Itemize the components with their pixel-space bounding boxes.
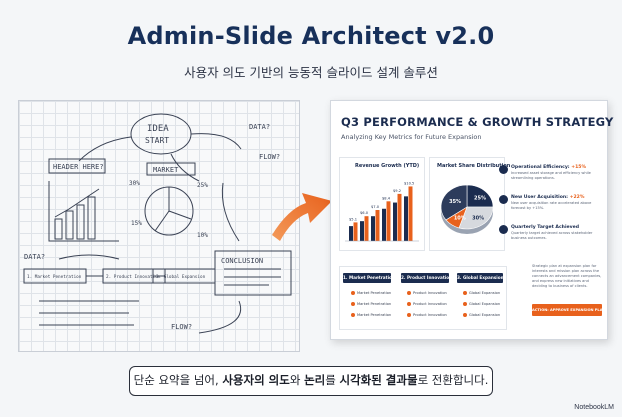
sketch-conclusion-label: CONCLUSION [221, 257, 263, 265]
revenue-bar [364, 216, 369, 241]
revenue-card-title: Revenue Growth (YTD) [355, 163, 420, 169]
metric-title: Operational Efficiency: +15% [511, 165, 587, 170]
revenue-bar [382, 208, 386, 241]
sketch-flow-label-2: FLOW? [171, 323, 192, 331]
step-3-item: Global Expansion [462, 313, 501, 317]
pie-slice [440, 184, 468, 221]
side-note: Strategic plan at expansion plan for int… [532, 264, 602, 288]
metric-title: New User Acquisition: +22% [511, 195, 585, 200]
step-3-box: 3. Global Expansion [457, 273, 504, 283]
pie-slice [466, 184, 494, 208]
rocket-icon [499, 195, 508, 204]
revenue-bar [404, 196, 408, 241]
revenue-bar [393, 202, 397, 241]
slide-title: Q3 PERFORMANCE & GROWTH STRATEGY [341, 115, 614, 129]
step-3-item: Global Expansion [462, 291, 501, 295]
step-2-box: 2. Product Innovation [401, 273, 452, 283]
metric-title: Quarterly Target Achieved [511, 225, 580, 230]
sketch-pct-1: 30% [129, 180, 140, 187]
step-2-item: Product Innovation [407, 291, 447, 295]
sketch-pct-4: 10% [197, 232, 208, 239]
revenue-bar [397, 193, 402, 241]
transform-arrow-icon [272, 193, 332, 241]
revenue-data-label: $5.1 [349, 217, 357, 221]
caption-bold: 논리 [304, 373, 326, 387]
pie-label: 30% [472, 216, 484, 222]
sketch-start-label: START [145, 136, 169, 145]
generated-slide: Q3 PERFORMANCE & GROWTH STRATEGY Analyzi… [330, 100, 613, 340]
caption-part: 와 [289, 373, 305, 387]
brand-label: NotebookLM [574, 404, 614, 411]
sketch-step-1: 1. Market Penetration [27, 274, 82, 280]
revenue-bar [371, 216, 375, 241]
sketch-data-label-2: DATA? [24, 253, 45, 261]
revenue-data-label: $10.5 [404, 181, 414, 185]
revenue-bar [408, 186, 413, 241]
revenue-data-label: $9.2 [393, 189, 401, 193]
step-1-box: 1. Market Penetration [343, 273, 395, 283]
pie-label: 35% [449, 199, 461, 205]
metric-target: Quarterly Target Achieved Quarterly targ… [499, 225, 603, 241]
metric-desc: New user acquisition rate accelerated ab… [511, 201, 592, 210]
revenue-data-label: $7.0 [371, 205, 380, 209]
revenue-bar [353, 222, 358, 241]
step-3-item: Global Expansion [462, 302, 501, 306]
caption-box: 단순 요약을 넘어, 사용자의 의도와 논리를 시각화된 결과물로 전환합니다. [129, 366, 493, 396]
sketch-flow-label-1: FLOW? [259, 153, 280, 161]
sketch-data-label-1: DATA? [249, 123, 270, 131]
approve-plan-button[interactable]: ACTION: APPROVE EXPANSION PLAN [532, 304, 606, 316]
caption-part: 단순 요약을 넘어, [133, 373, 223, 387]
slide-charts: $5.1$6.0$7.0 $8.4$9.2$10.5 25% 30% 10% 35% [345, 181, 494, 242]
page-title: Admin-Slide Architect v2.0 [127, 22, 495, 50]
gear-icon [499, 165, 508, 174]
sketch-header-label: HEADER HERE? [53, 163, 104, 171]
caption-part: 를 [325, 373, 340, 387]
metric-efficiency: Operational Efficiency: +15% Increased a… [499, 165, 603, 181]
step-1-item: Market Penetration [350, 302, 392, 306]
caption-bold: 사용자의 의도 [222, 373, 290, 387]
slide-subtitle: Analyzing Key Metrics for Future Expansi… [341, 133, 482, 141]
pie-slice [458, 206, 494, 230]
step-1-item: Market Penetration [350, 291, 392, 295]
revenue-bar [360, 221, 364, 241]
sketch-idea-label: IDEA [147, 124, 169, 134]
revenue-data-label: $6.0 [360, 211, 369, 215]
pie-label: 25% [474, 196, 486, 202]
caption-bold: 시각화된 결과물 [339, 373, 418, 387]
checkmark-icon [499, 225, 508, 234]
step-2-item: Product Innovation [407, 302, 447, 306]
sketch-step-2: 2. Product Innovation [106, 274, 161, 280]
revenue-bar [349, 226, 353, 241]
pie-label: 10% [454, 216, 466, 222]
page-subtitle: 사용자 의도 기반의 능동적 슬라이드 설계 솔루션 [184, 65, 438, 80]
sketch-step-3: 3. Global Expansion [156, 274, 206, 280]
sketch-pct-3: 15% [131, 220, 142, 227]
metric-acquisition: New User Acquisition: +22% New user acqu… [499, 195, 603, 211]
metric-desc: Increased asset storage and efficiency w… [511, 171, 591, 180]
step-2-item: Product Innovation [407, 313, 447, 317]
share-card-title: Market Share Distribution [437, 163, 511, 169]
sketch-market-label: MARKET [153, 166, 179, 174]
revenue-bar [375, 210, 380, 241]
caption-part: 로 전환합니다. [417, 373, 489, 387]
wireframe-sketch: IDEA START HEADER HERE? MARKET DATA? DAT… [18, 100, 300, 352]
metric-desc: Quarterly target achieved across stakeho… [511, 231, 593, 240]
revenue-bar [386, 201, 391, 241]
sketch-pct-2: 25% [197, 182, 208, 189]
step-1-item: Market Penetration [350, 313, 392, 317]
revenue-data-label: $8.4 [382, 196, 391, 200]
